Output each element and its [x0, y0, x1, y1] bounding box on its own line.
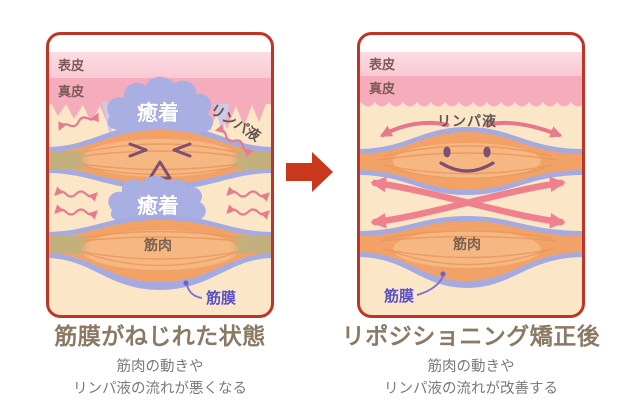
caption-after: リポジショニング矯正後 筋肉の動きやリンパ液の流れが改善する: [328, 322, 614, 400]
panel-before: 表皮 真皮 癒着 癒着 リンパ液 筋肉 筋膜: [46, 32, 274, 318]
muscle-label: 筋肉: [453, 236, 481, 252]
before-subtitle: 筋肉の動きやリンパ液の流れが悪くなる: [26, 357, 294, 401]
cross-arrow-icon: [370, 176, 566, 229]
before-subtitle-line2: リンパ液の流れが悪くなる: [73, 380, 247, 397]
after-title: リポジショニング矯正後: [341, 323, 601, 349]
dermis-layer-smooth: [358, 76, 584, 107]
fascia-callout-line: [186, 284, 203, 299]
epidermis-label: 表皮: [57, 58, 84, 73]
wavy-arrow-icon: [226, 186, 270, 202]
distressed-right-eye: [172, 142, 192, 158]
panel-border: [357, 32, 585, 318]
muscle-lower-highlight: [82, 230, 238, 270]
muscle-label: 筋肉: [144, 237, 172, 253]
transform-arrow: [286, 152, 334, 193]
fascia-callout-dot: [440, 271, 446, 277]
wavy-arrow-icon: [58, 112, 99, 132]
epidermis-layer: [358, 52, 584, 76]
after-subtitle-line1: 筋肉の動きや: [427, 358, 515, 375]
muscle-lower-striations: [71, 230, 249, 267]
happy-right-eye: [483, 146, 491, 158]
lymph-flow-arrows: [379, 120, 563, 138]
tendon-band-upper-right: [230, 151, 273, 169]
adhesion-lower-label: 癒着: [137, 194, 179, 218]
wavy-arrow-icon: [54, 204, 98, 220]
dermis-label: 真皮: [369, 81, 395, 96]
wavy-arrow-icon: [54, 186, 98, 202]
wavy-arrow-icon: [226, 204, 270, 220]
dermis-label: 真皮: [58, 84, 84, 99]
lymph-fluid-label: リンパ液: [437, 113, 497, 129]
adhesion-upper-label: 癒着: [137, 101, 179, 125]
caption-before: 筋膜がねじれた状態 筋肉の動きやリンパ液の流れが悪くなる: [26, 322, 294, 400]
panel-border: [46, 32, 274, 318]
muscle-upper-highlight: [393, 143, 541, 179]
tendon-band-upper-left: [47, 151, 90, 169]
wavy-arrow-icon: [214, 124, 254, 157]
pinched-flow-arrows: [54, 112, 270, 220]
after-subtitle: 筋肉の動きやリンパ液の流れが改善する: [328, 357, 614, 401]
panel-after: 表皮 真皮 リンパ液 筋肉 筋膜: [357, 32, 585, 318]
adhesion-blob-upper: [107, 76, 214, 150]
happy-mouth: [439, 161, 495, 173]
epidermis-layer: [47, 52, 273, 80]
before-illustration: 表皮 真皮 癒着 癒着 リンパ液 筋肉 筋膜: [46, 32, 274, 318]
surface-gap: [358, 33, 584, 52]
before-title: 筋膜がねじれた状態: [54, 323, 266, 349]
epidermis-label: 表皮: [368, 57, 395, 72]
happy-left-eye: [443, 146, 451, 158]
fascia-label: 筋膜: [383, 287, 414, 305]
before-subtitle-line1: 筋肉の動きや: [116, 358, 204, 375]
after-illustration: 表皮 真皮 リンパ液 筋肉 筋膜: [357, 32, 585, 318]
right-arrow-icon: [286, 152, 333, 192]
tendon-band-lower-right: [230, 236, 273, 254]
muscle-lower-highlight: [393, 230, 541, 268]
fascia-label: 筋膜: [205, 289, 236, 307]
happy-face: [439, 146, 495, 173]
after-subtitle-line2: リンパ液の流れが改善する: [384, 380, 558, 397]
fascia-callout-dot: [183, 280, 189, 286]
fascia-callout-line: [416, 275, 444, 296]
muscle-lower-striations: [380, 230, 558, 266]
distressed-left-eye: [128, 142, 148, 158]
lymph-arrow-right-icon: [485, 120, 563, 138]
gliding-motion-arrows: [370, 176, 566, 229]
tendon-band-lower-left: [47, 236, 90, 254]
lymph-arrow-left-icon: [379, 120, 449, 137]
surface-gap: [47, 33, 273, 54]
